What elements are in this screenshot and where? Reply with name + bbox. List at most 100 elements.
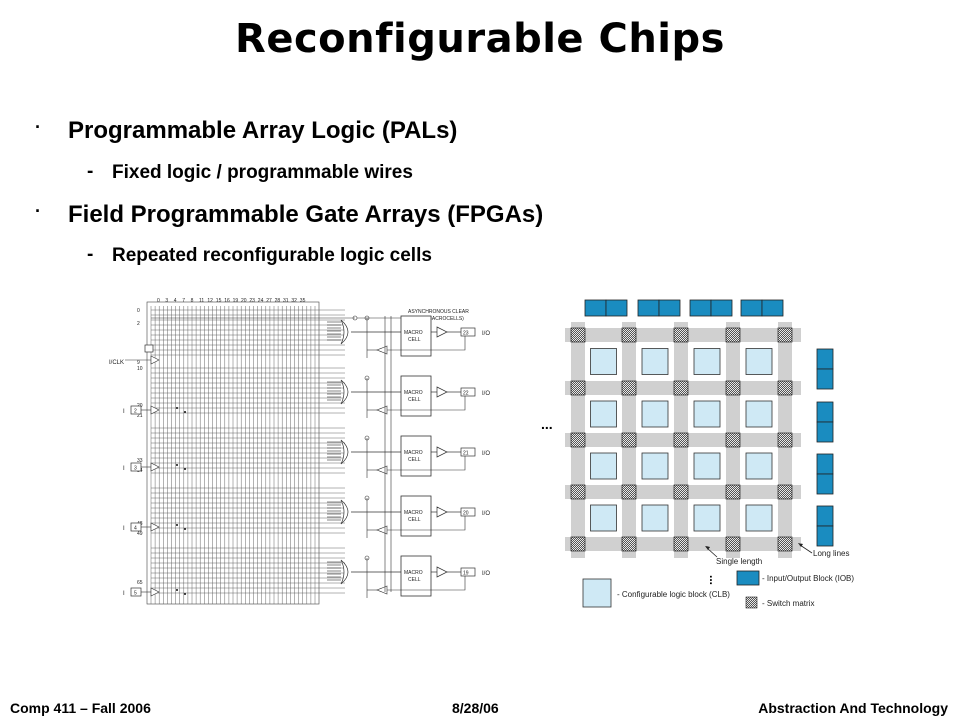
pal-output-pin-number: 19 (463, 571, 469, 577)
pal-macrocell-box (400, 315, 432, 357)
pal-macrocell-label: MACRO (404, 510, 423, 516)
pal-feedback-buffer (376, 525, 388, 535)
pal-output-buffer (436, 386, 448, 398)
pal-column-number: 28 (275, 298, 281, 304)
pal-row-number: 10 (137, 366, 143, 372)
pal-macrocell-label: CELL (408, 457, 421, 463)
async-clear-label: ASYNCHRONOUS CLEAR (408, 309, 469, 315)
pal-column-number: 31 (283, 298, 289, 304)
pal-fuse-grid (146, 301, 405, 605)
single-length-arrowhead (705, 546, 710, 550)
pal-output-pin (460, 447, 476, 457)
fpga-iob-top (584, 299, 607, 317)
pal-io-label: I/O (482, 571, 490, 577)
fpga-switch-matrix (673, 536, 689, 552)
pal-macrocell-label: CELL (408, 337, 421, 343)
pal-column-number: 4 (174, 298, 177, 304)
pal-or-gate (340, 499, 349, 525)
fpga-switch-matrix (777, 536, 793, 552)
fpga-switch-matrix (777, 327, 793, 343)
fpga-iob-right (816, 505, 834, 527)
pal-macrocell-box (400, 495, 432, 537)
legend-switch-swatch (745, 596, 758, 609)
pal-output-pin (460, 567, 476, 577)
fpga-switch-matrix (673, 432, 689, 448)
fpga-switch-matrix (570, 380, 586, 396)
fpga-iob-top (761, 299, 784, 317)
subbullet-pal-text: Fixed logic / programmable wires (112, 162, 413, 183)
pal-macrocell-label: MACRO (404, 390, 423, 396)
fpga-clb (693, 400, 721, 428)
pal-fuse-dot (184, 593, 186, 595)
pal-or-gate (340, 379, 349, 405)
fpga-diagram: ... ... Single length Long lines - Confi… (541, 299, 854, 609)
subbullet-pal: - Fixed logic / programmable wires (87, 161, 413, 184)
bullet-dot: · (35, 201, 41, 221)
fpga-switch-matrix (621, 536, 637, 552)
pal-enable-node (364, 435, 370, 441)
pal-fuse-dot (176, 407, 178, 409)
long-lines-label: Long lines (813, 549, 849, 558)
pal-input-buffer (150, 462, 160, 472)
pal-or-gate (340, 439, 349, 465)
pal-input-buffer (150, 522, 160, 532)
pal-macrocell-label: CELL (408, 397, 421, 403)
fpga-iob-right (816, 348, 834, 370)
bullet-fpga-text: Field Programmable Gate Arrays (FPGAs) (68, 201, 544, 228)
pal-row-number: 0 (137, 308, 140, 314)
legend-switch-label: - Switch matrix (762, 599, 814, 608)
pal-output-pin (460, 387, 476, 397)
pal-feedback-buffer (376, 345, 388, 355)
footer-course: Comp 411 – Fall 2006 (10, 700, 151, 716)
pal-fuse-dot (176, 464, 178, 466)
fpga-switch-matrix (570, 432, 586, 448)
pal-input-pin-number: 2 (134, 409, 137, 415)
pal-row-number: 65 (137, 580, 143, 586)
pal-column-number: 12 (207, 298, 213, 304)
pal-macrocell-label: CELL (408, 577, 421, 583)
pal-clk-buffer (150, 355, 160, 365)
legend-clb-label: - Configurable logic block (CLB) (617, 590, 730, 599)
long-lines-pointer (799, 544, 813, 554)
fpga-switch-matrix (673, 484, 689, 500)
pal-column-number: 0 (157, 298, 160, 304)
pal-macrocell-label: CELL (408, 517, 421, 523)
pal-output-buffer (436, 326, 448, 338)
fpga-switch-matrix (621, 380, 637, 396)
subbullet-fpga-text: Repeated reconfigurable logic cells (112, 245, 432, 266)
fpga-clb (693, 504, 721, 532)
fpga-switch-matrix (621, 432, 637, 448)
fpga-iob-right (816, 525, 834, 547)
pal-column-number: 16 (224, 298, 230, 304)
footer-date: 8/28/06 (452, 700, 499, 716)
fpga-switch-matrix (570, 327, 586, 343)
fpga-clb (641, 400, 669, 428)
pal-column-number: 27 (266, 298, 272, 304)
single-length-pointer (706, 547, 718, 558)
fpga-switch-matrix (725, 432, 741, 448)
pal-fuse-dot (176, 589, 178, 591)
pal-macrocell-box (400, 435, 432, 477)
fpga-iob-top (689, 299, 712, 317)
pal-input-pin-number: 5 (134, 591, 137, 597)
fpga-clb (745, 504, 773, 532)
bullet-fpga: · Field Programmable Gate Arrays (FPGAs) (35, 201, 544, 229)
pal-enable-node (364, 555, 370, 561)
pal-row-number: 33 (137, 458, 143, 464)
fpga-switch-matrix (621, 484, 637, 500)
pal-column-number: 24 (258, 298, 264, 304)
pal-enable-node (364, 375, 370, 381)
pal-feedback-wire (383, 516, 466, 531)
pal-column-number: 7 (182, 298, 185, 304)
fpga-clb (641, 504, 669, 532)
fpga-iob-top (605, 299, 628, 317)
fpga-iob-top (658, 299, 681, 317)
fpga-iob-right (816, 453, 834, 475)
pal-io-label: I/O (482, 451, 490, 457)
fpga-clb (590, 504, 617, 532)
subbullet-fpga: - Repeated reconfigurable logic cells (87, 244, 432, 267)
fpga-ellipsis-left: ... (541, 416, 553, 432)
fpga-switch-matrix (725, 380, 741, 396)
pal-input-label: I (123, 591, 125, 597)
